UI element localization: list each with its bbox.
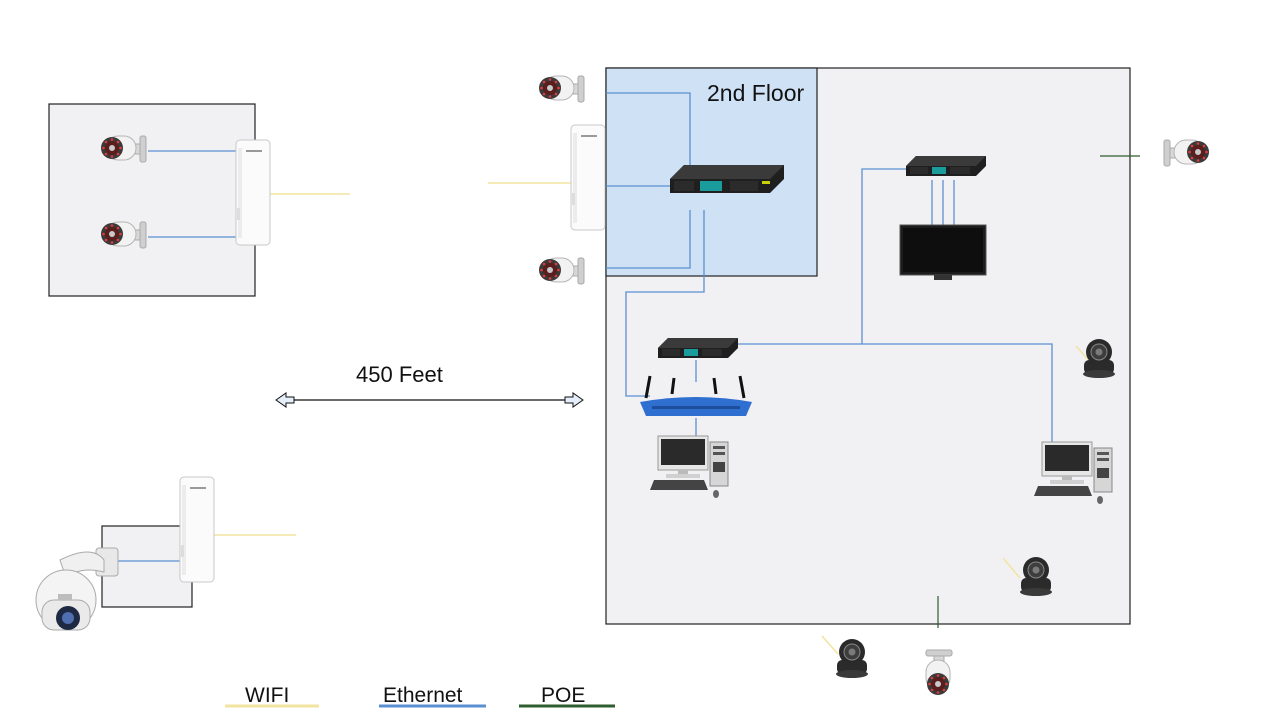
legend: WIFI Ethernet POE <box>225 684 615 708</box>
access-point-icon <box>570 124 606 231</box>
distance-label: 450 Feet <box>356 362 443 387</box>
poe-links <box>937 155 1140 628</box>
access-point-icon <box>235 139 271 246</box>
ethernet-links <box>118 92 1053 562</box>
bullet-camera-icon <box>538 257 585 285</box>
ptz-dome-camera-icon <box>35 547 119 631</box>
indoor-camera-icon <box>835 638 869 679</box>
remote-building-1 <box>48 103 256 297</box>
second-floor-label: 2nd Floor <box>707 80 805 106</box>
bullet-camera-icon <box>538 75 585 103</box>
legend-wifi-label: WIFI <box>245 684 289 707</box>
switch-icon <box>906 156 986 176</box>
wifi-router-icon <box>640 375 752 416</box>
legend-ethernet-label: Ethernet <box>383 684 463 707</box>
legend-poe-label: POE <box>541 684 585 707</box>
poe-switch-icon <box>670 165 784 193</box>
tv-monitor-icon <box>899 224 987 280</box>
wifi-links <box>214 182 1093 655</box>
bullet-camera-icon <box>1163 139 1210 167</box>
distance-arrow <box>275 392 584 408</box>
bullet-camera-icon <box>925 649 953 696</box>
access-point-icon <box>179 476 215 583</box>
switch-icon <box>658 338 738 358</box>
